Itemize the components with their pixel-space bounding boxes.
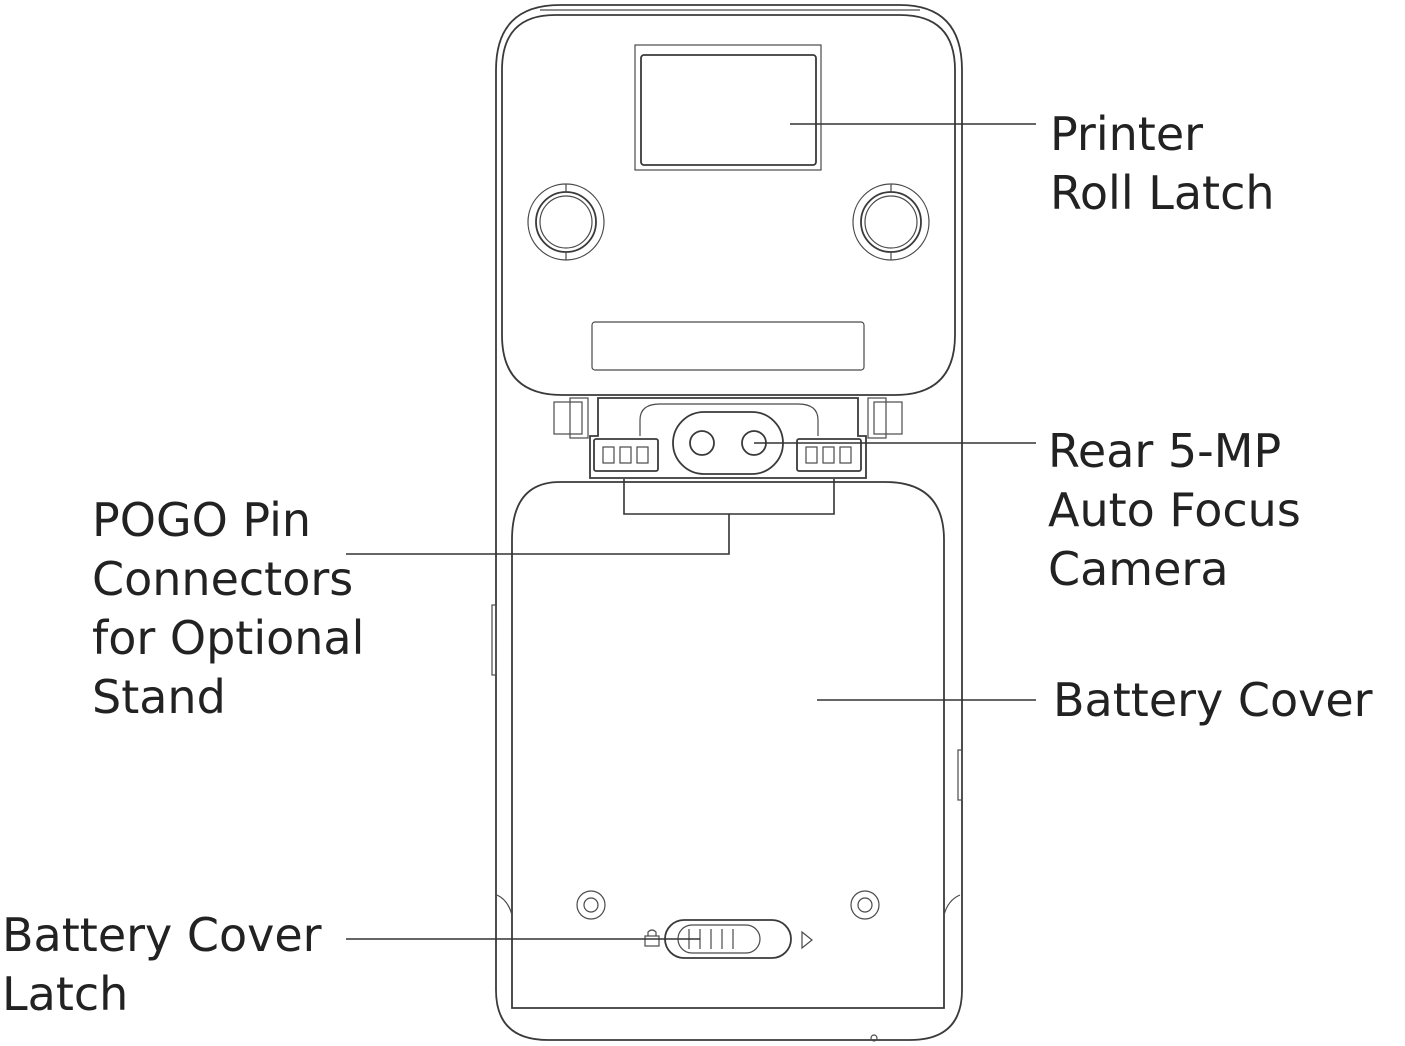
label-line: POGO Pin [92, 493, 312, 547]
label-line: Battery Cover [2, 908, 322, 962]
label-battery-cover-latch: Battery Cover Latch [2, 906, 322, 1024]
hinge-bar [553, 397, 903, 479]
label-line: Camera [1048, 542, 1229, 596]
label-line: Connectors [92, 552, 354, 606]
triangle-right-icon [801, 930, 813, 950]
label-line: Roll Latch [1050, 166, 1275, 220]
label-line: Printer [1050, 107, 1204, 161]
label-line: for Optional [92, 611, 365, 665]
label-battery-cover: Battery Cover [1053, 671, 1373, 730]
label-line: Stand [92, 670, 226, 724]
label-printer-roll-latch: Printer Roll Latch [1050, 105, 1275, 223]
label-rear-camera: Rear 5-MP Auto Focus Camera [1048, 422, 1301, 599]
label-line: Auto Focus [1048, 483, 1301, 537]
label-line: Battery Cover [1053, 673, 1373, 727]
leader-pogo-pins [346, 479, 835, 555]
printer-module [501, 14, 956, 396]
printer-roll-latch-right [852, 183, 930, 261]
pogo-pin-connector-left [593, 438, 659, 472]
printer-roll-latch-left [527, 183, 605, 261]
label-pogo-pins: POGO Pin Connectors for Optional Stand [92, 491, 364, 727]
pogo-pin-connector-right [796, 438, 862, 472]
device-body [491, 4, 963, 1042]
label-line: Latch [2, 967, 129, 1021]
battery-cover [496, 481, 961, 1009]
lock-icon [644, 929, 660, 947]
label-line: Rear 5-MP [1048, 424, 1282, 478]
